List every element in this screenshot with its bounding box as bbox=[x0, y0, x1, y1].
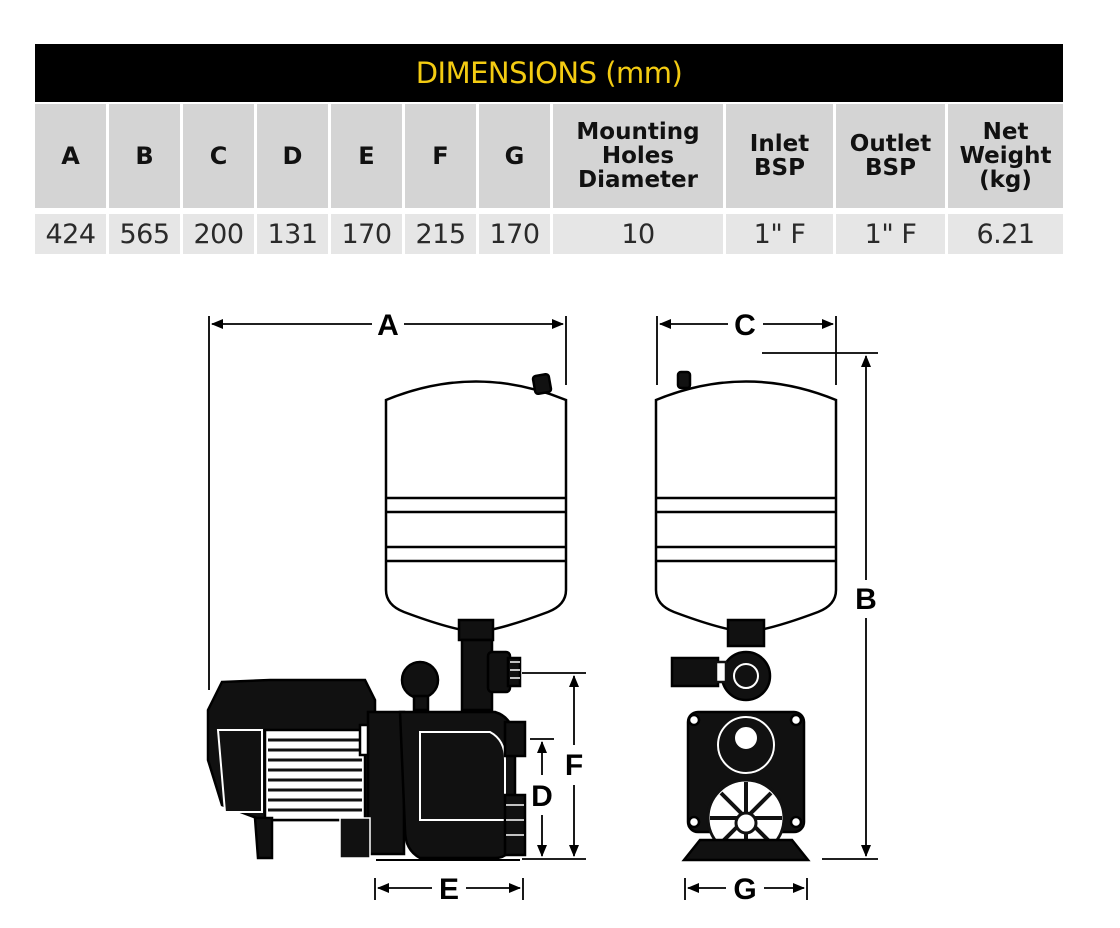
dim-label-f: F bbox=[565, 749, 583, 782]
value-d: 131 bbox=[257, 214, 331, 254]
dim-label-e: E bbox=[439, 873, 459, 906]
header-net-weight: Net Weight (kg) bbox=[948, 102, 1064, 208]
pressure-tank-front bbox=[654, 370, 838, 634]
table-header-row: A B C D E F G Mounting Holes Diameter In… bbox=[35, 102, 1064, 208]
table-row: 424 565 200 131 170 215 170 10 1" F 1" F… bbox=[35, 214, 1064, 254]
value-a: 424 bbox=[35, 214, 109, 254]
pump-housing-side bbox=[339, 710, 527, 861]
header-inlet-bsp: Inlet BSP bbox=[726, 102, 836, 208]
header-a: A bbox=[35, 102, 109, 208]
value-net-weight: 6.21 bbox=[948, 214, 1064, 254]
header-c: C bbox=[183, 102, 257, 208]
value-g: 170 bbox=[479, 214, 553, 254]
value-outlet-bsp: 1" F bbox=[836, 214, 948, 254]
dim-label-d: D bbox=[531, 780, 553, 813]
dim-label-c: C bbox=[734, 309, 756, 342]
pump-housing-front bbox=[681, 710, 811, 862]
dim-label-b: B bbox=[855, 583, 877, 616]
value-f: 215 bbox=[405, 214, 479, 254]
value-b: 565 bbox=[109, 214, 183, 254]
pressure-gauge-side bbox=[400, 660, 440, 712]
outlet-column-front bbox=[670, 618, 772, 702]
header-outlet-bsp: Outlet BSP bbox=[836, 102, 948, 208]
header-f: F bbox=[405, 102, 479, 208]
value-e: 170 bbox=[331, 214, 405, 254]
dimension-lines bbox=[208, 316, 878, 900]
table-title: DIMENSIONS (mm) bbox=[35, 44, 1064, 102]
header-d: D bbox=[257, 102, 331, 208]
pump-front-view bbox=[654, 370, 838, 862]
header-b: B bbox=[109, 102, 183, 208]
pressure-tank-side bbox=[384, 372, 568, 634]
header-g: G bbox=[479, 102, 553, 208]
pump-side-view bbox=[206, 372, 568, 861]
motor-side bbox=[206, 678, 377, 860]
dim-label-a: A bbox=[377, 309, 399, 342]
header-e: E bbox=[331, 102, 405, 208]
value-mounting-holes-diameter: 10 bbox=[553, 214, 726, 254]
dimension-labels: A C B F D E G bbox=[377, 309, 877, 906]
dim-label-g: G bbox=[733, 873, 756, 906]
value-inlet-bsp: 1" F bbox=[726, 214, 836, 254]
dimensions-table: DIMENSIONS (mm) A B C D E F G Mounting H… bbox=[35, 44, 1064, 254]
header-mounting-holes-diameter: Mounting Holes Diameter bbox=[553, 102, 726, 208]
value-c: 200 bbox=[183, 214, 257, 254]
outlet-column-side bbox=[457, 618, 522, 712]
